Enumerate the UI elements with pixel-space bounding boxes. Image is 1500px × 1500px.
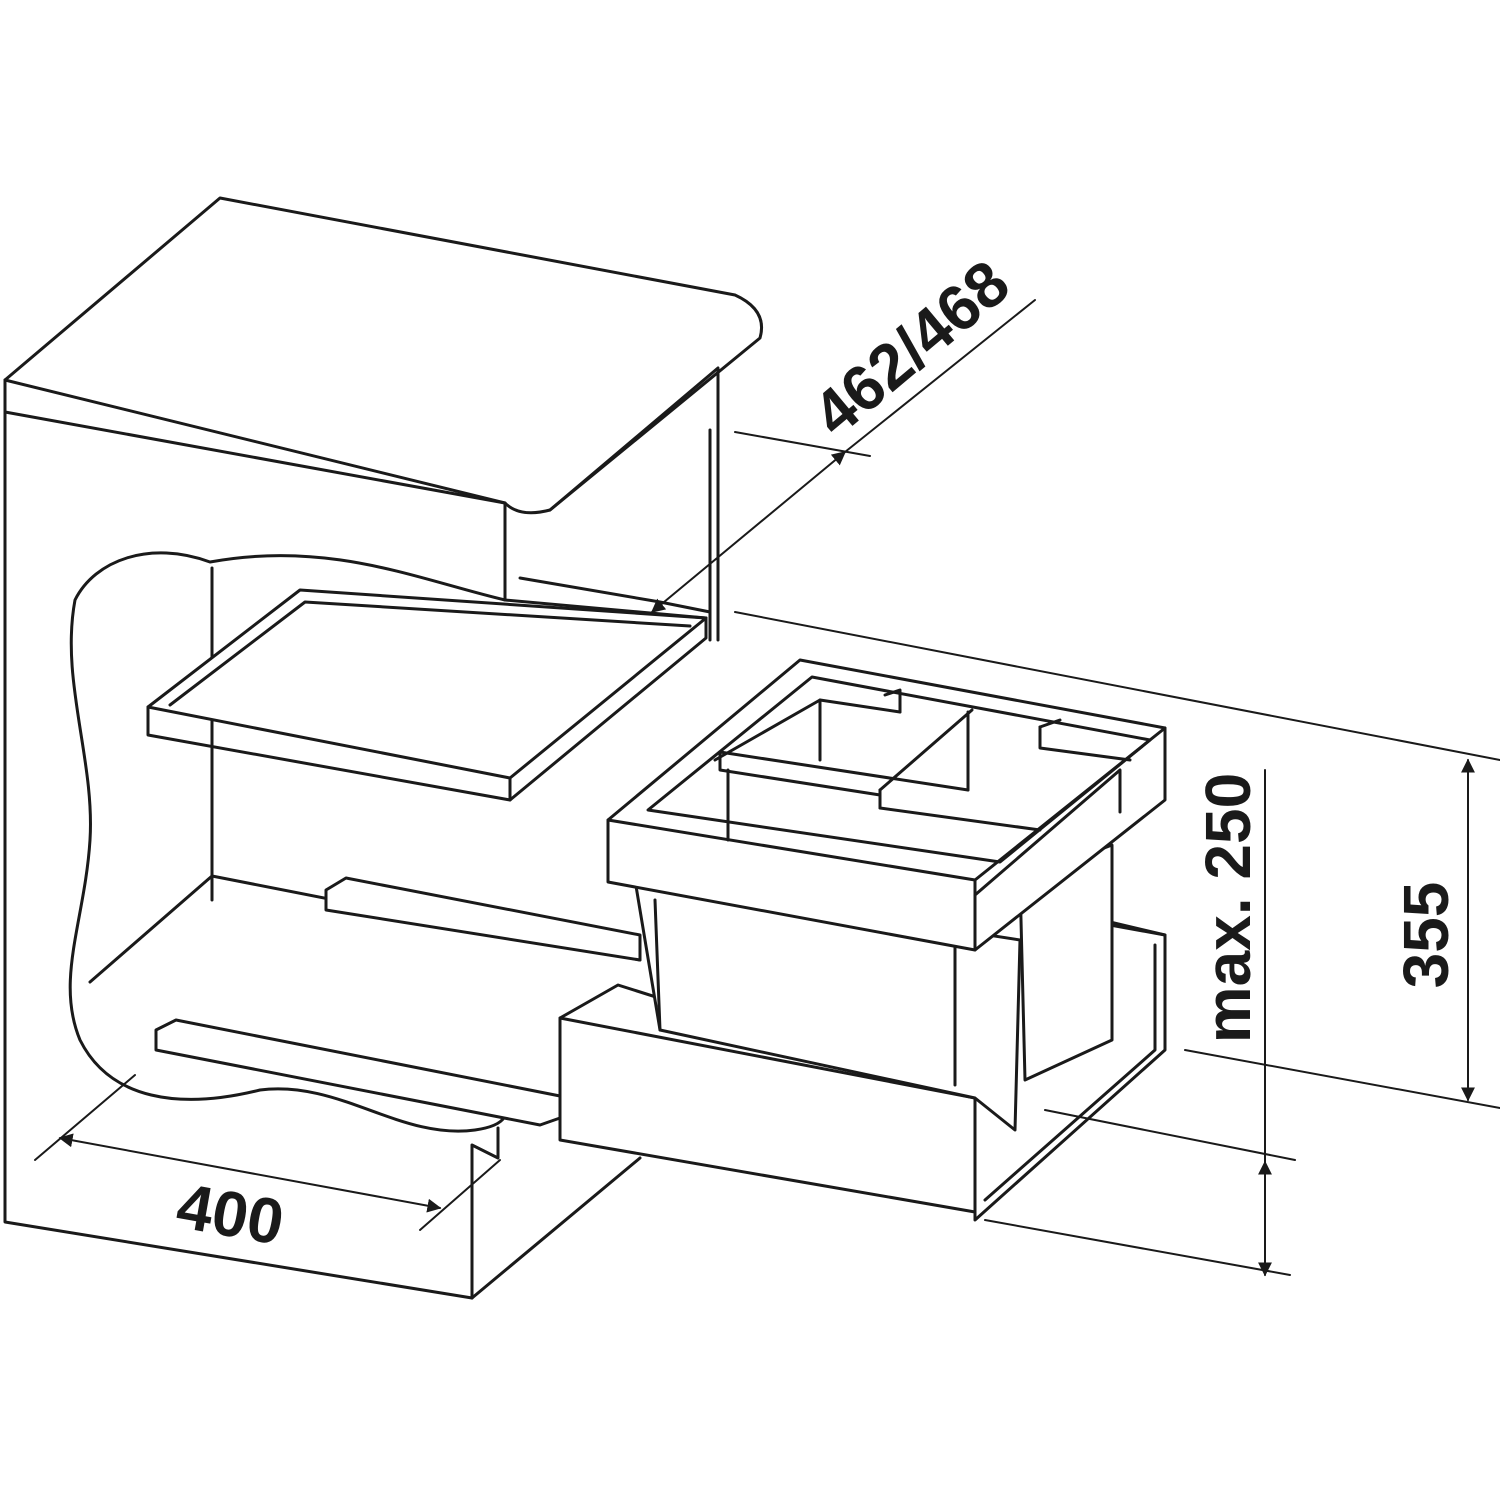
dimension-total-height-label: 355	[1390, 882, 1462, 989]
cabinet	[3, 196, 763, 1300]
dimension-width-label: 400	[172, 1169, 290, 1258]
runner-rail-back	[324, 876, 642, 962]
cabinet-side-panel	[3, 378, 474, 1300]
dimension-bin-height-label: max. 250	[1192, 773, 1264, 1043]
dimension-depth-label: 462/468	[799, 246, 1023, 450]
pullout-bin-unit	[558, 658, 1167, 1222]
cabinet-back-edge	[470, 1126, 500, 1300]
cutaway-outline	[68, 551, 508, 1133]
cabinet-worktop	[3, 196, 763, 515]
dimension-bin-height: max. 250	[984, 769, 1296, 1277]
bin-divider	[718, 750, 970, 792]
runner-rail-front	[154, 1018, 562, 1127]
bin-top-frame	[606, 658, 1167, 952]
dimension-total-height: 355	[1184, 758, 1500, 1109]
pullout-front-panel	[558, 983, 977, 1214]
